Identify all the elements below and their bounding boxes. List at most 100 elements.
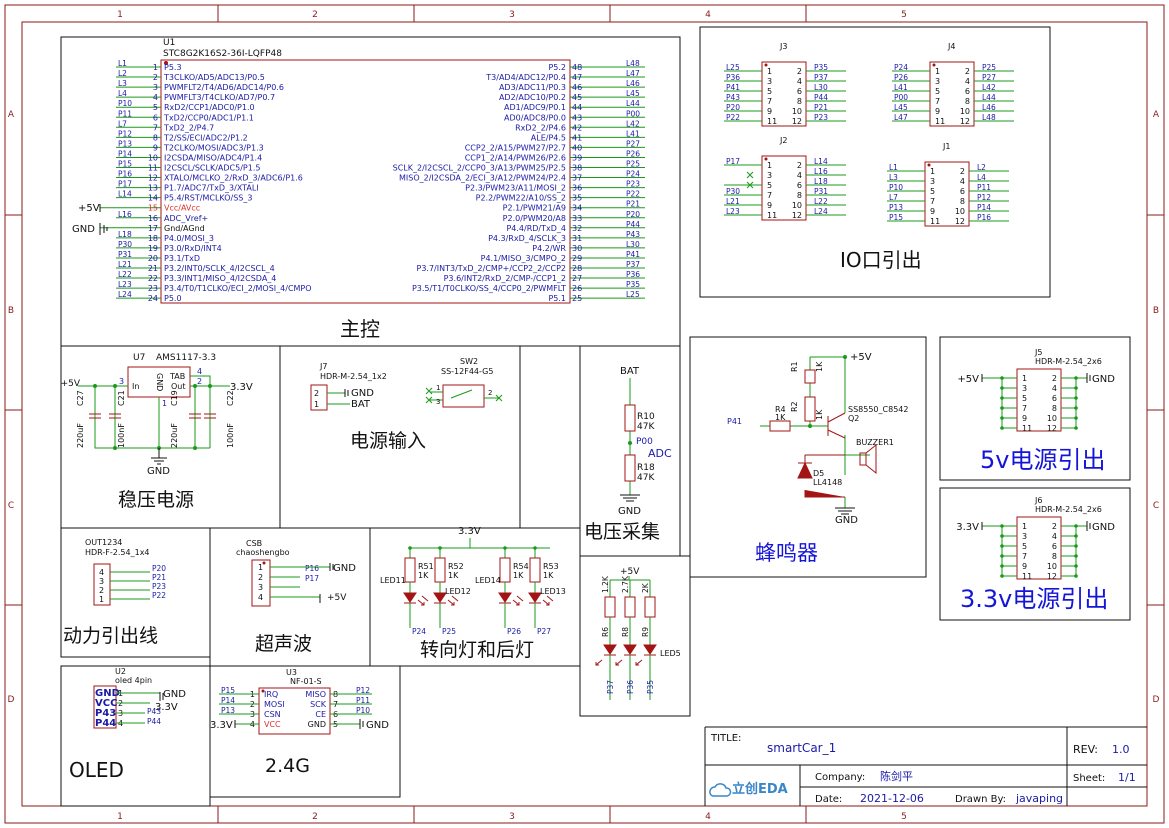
mcu-pin-name: P2.0/PWM20/A8	[503, 214, 566, 223]
io-net-label: L47	[894, 113, 908, 122]
led-resistor-ref: R53	[543, 562, 559, 571]
io-pin-number: 8	[797, 97, 802, 106]
io-net-label: L45	[894, 103, 908, 112]
led-resistor-value: 1K	[513, 571, 524, 580]
power-input-section: J7 HDR-M-2.54_1x2 2 1 GND BAT SW2 SS-12F…	[310, 357, 503, 452]
led-resistor-value: 1K	[543, 571, 554, 580]
power-header-pin: 5	[1022, 394, 1027, 403]
reg-cap-value: 100nF	[117, 423, 126, 448]
power-header-gnd: GND	[1092, 522, 1115, 533]
led-resistor	[529, 557, 541, 583]
io-net-label: P21	[814, 103, 828, 112]
frame-row-left: C	[8, 501, 14, 511]
io-header-ref: J4	[947, 42, 955, 51]
led-light-icon	[417, 595, 429, 606]
power-header-junction	[1000, 554, 1004, 558]
mcu-net-label: L24	[118, 290, 132, 299]
voltage-sense-section: BAT R10 47K R18 47K P00 ADC GND 电压采集	[584, 366, 672, 543]
mcu-pin-number: 40	[572, 143, 582, 152]
mcu-pin-name: P2.1/PWM21/A9	[503, 204, 566, 213]
vs-r10-val: 47K	[637, 422, 655, 432]
mcu-pin-number: 6	[153, 113, 158, 122]
io-pin-number: 1	[935, 67, 940, 76]
motor-net-label: P23	[152, 582, 166, 591]
io-pin-number: 5	[935, 87, 940, 96]
mcu-pin-number: 36	[572, 184, 582, 193]
reg-cap-value: 220uF	[76, 423, 85, 448]
power-header-ref: J6	[1034, 496, 1042, 505]
mcu-pin-number: 28	[572, 264, 582, 273]
section-label-power: 电源输入	[350, 430, 426, 452]
reg-cap-value: 100nF	[226, 423, 235, 448]
mcu-pin-number: 39	[572, 153, 582, 162]
j7-part: HDR-M-2.54_1x2	[320, 372, 387, 381]
mcu-net-label: L7	[118, 119, 127, 128]
io-pin-number: 4	[965, 77, 970, 86]
io-net-label: P17	[726, 157, 740, 166]
led-light-icon	[512, 595, 524, 606]
nrf-gnd-label: GND	[366, 720, 389, 731]
nrf-part: NF-01-S	[290, 677, 322, 686]
led5-diode-icon	[623, 644, 637, 656]
mcu-pin-name: P4.0/MOSI_3	[164, 234, 214, 243]
io-net-label: P10	[889, 183, 903, 192]
mcu-pin-number: 19	[148, 244, 158, 253]
io-pin-number: 2	[965, 67, 970, 76]
mcu-net-label: P27	[626, 139, 640, 148]
power-header-junction	[1074, 406, 1078, 410]
io-pin-number: 11	[930, 217, 940, 226]
motor-part: HDR-F-2.54_1x4	[85, 548, 150, 557]
led-ref: LED14	[475, 576, 501, 585]
mcu-net-label: P44	[626, 220, 640, 229]
io-header-body	[929, 61, 975, 127]
reg-num-gnd: 1	[162, 399, 167, 408]
bz-r4-ref: R4	[775, 405, 786, 414]
reg-in-net: +5V	[61, 379, 81, 389]
frame-row-right: A	[1153, 110, 1160, 120]
mcu-net-label: L23	[118, 280, 132, 289]
power-header-pin: 8	[1052, 404, 1057, 413]
mcu-pin-number: 41	[572, 133, 582, 142]
mcu-pin-number: 3	[153, 83, 158, 92]
bz-vcc: +5V	[850, 352, 872, 363]
power-header-pin: 6	[1052, 542, 1057, 551]
mcu-pin-name: P5.4/RST/MCLKO/SS_3	[164, 194, 252, 203]
mcu-pin-name: PWMFLT2/T4/AD6/ADC14/P0.6	[164, 83, 284, 92]
io-net-label: L18	[814, 177, 828, 186]
us-gnd: GND	[333, 563, 356, 574]
title-value: smartCar_1	[767, 741, 836, 755]
nrf-net-label: P15	[221, 686, 235, 695]
eda-logo-text: 立创EDA	[732, 781, 788, 797]
mcu-pin-name: ADC_Vref+	[164, 214, 208, 223]
vs-adc: ADC	[648, 447, 672, 460]
io-net-label: L46	[982, 103, 996, 112]
mcu-pin-name: RxD2_2/P4.6	[515, 123, 566, 132]
frame-row-left: A	[8, 110, 15, 120]
mcu-pin-number: 23	[148, 284, 158, 293]
us-net-label: P17	[305, 574, 319, 583]
mcu-net-label: P16	[118, 170, 132, 179]
reg-out-net: 3.3V	[230, 382, 253, 393]
vs-r18-ref: R18	[637, 463, 655, 473]
mcu-pin-name: P3.2/INT0/SCLK_4/I2CSCL_4	[164, 264, 275, 273]
reg-cap-ref: C22	[226, 390, 235, 406]
led-net-label: P25	[442, 627, 456, 636]
motor-pin-number: 4	[99, 568, 104, 577]
mcu-pin-number: 9	[153, 143, 158, 152]
frame-row-left: D	[8, 695, 15, 705]
mcu-pin-number: 4	[153, 93, 158, 102]
mcu-net-label: L48	[626, 59, 640, 68]
mcu-pin-number: 31	[572, 234, 582, 243]
io-pin-number: 3	[935, 77, 940, 86]
mcu-pin-name: T2/SS/ECI/ADC2/P1.2	[163, 133, 248, 142]
io-pin-number: 7	[767, 97, 772, 106]
mcu-pin-number: 32	[572, 224, 582, 233]
led5-resistor-value: 2.7K	[621, 575, 630, 593]
reg-ref: U7	[133, 353, 145, 363]
power-header-junction	[1000, 406, 1004, 410]
mcu-net-label: P24	[626, 170, 640, 179]
power-header-junction	[1074, 554, 1078, 558]
mcu-net-label: L4	[118, 89, 127, 98]
io-pin-number: 9	[935, 107, 940, 116]
